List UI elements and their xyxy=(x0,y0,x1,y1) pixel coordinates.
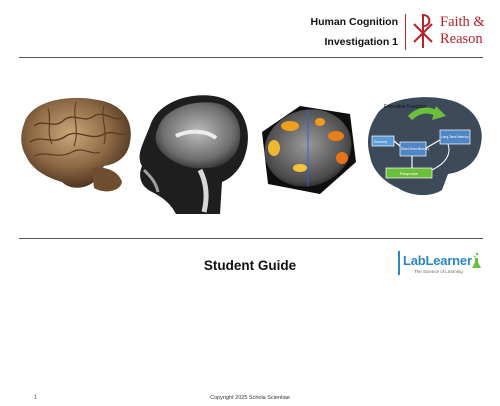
sagittal-mri-scan xyxy=(133,90,251,216)
mid-rule xyxy=(19,238,483,239)
investigation-label: Investigation 1 xyxy=(324,36,398,48)
fmri-scan xyxy=(262,106,356,194)
logo-tagline: The Science of Learning xyxy=(414,269,463,274)
diagram-label-middle: Short-Term Memory xyxy=(401,147,430,151)
cognition-diagram: Executive Function Sensory Short-Term Me… xyxy=(368,97,482,196)
brand-line-1: Faith & xyxy=(440,14,485,30)
diagram-label-left: Sensory xyxy=(374,140,387,144)
chi-rho-icon xyxy=(413,14,433,48)
lablearner-logo: LabLearner The Science of Learning xyxy=(398,251,483,277)
anatomical-brain-photo xyxy=(21,97,131,192)
diagram-label-top: Executive Function xyxy=(384,104,426,110)
diagram-label-right: Long-Term Memory xyxy=(441,135,469,139)
course-title: Human Cognition xyxy=(310,16,399,28)
brain-images: Executive Function Sensory Short-Term Me… xyxy=(21,90,482,216)
faith-reason-logo: Faith & Reason xyxy=(440,14,485,48)
header-separator xyxy=(405,14,406,50)
diagram-label-bottom: Response xyxy=(400,171,419,176)
page-title: Student Guide xyxy=(203,258,297,273)
page-number: 1 xyxy=(34,395,38,401)
copyright-notice: Copyright 2025 Schola Scientiae xyxy=(210,395,290,401)
logo-bar xyxy=(398,251,400,275)
logo-name: LabLearner xyxy=(403,253,472,268)
brand-line-2: Reason xyxy=(440,31,483,47)
flask-icon xyxy=(472,252,481,268)
header-rule xyxy=(19,57,483,58)
